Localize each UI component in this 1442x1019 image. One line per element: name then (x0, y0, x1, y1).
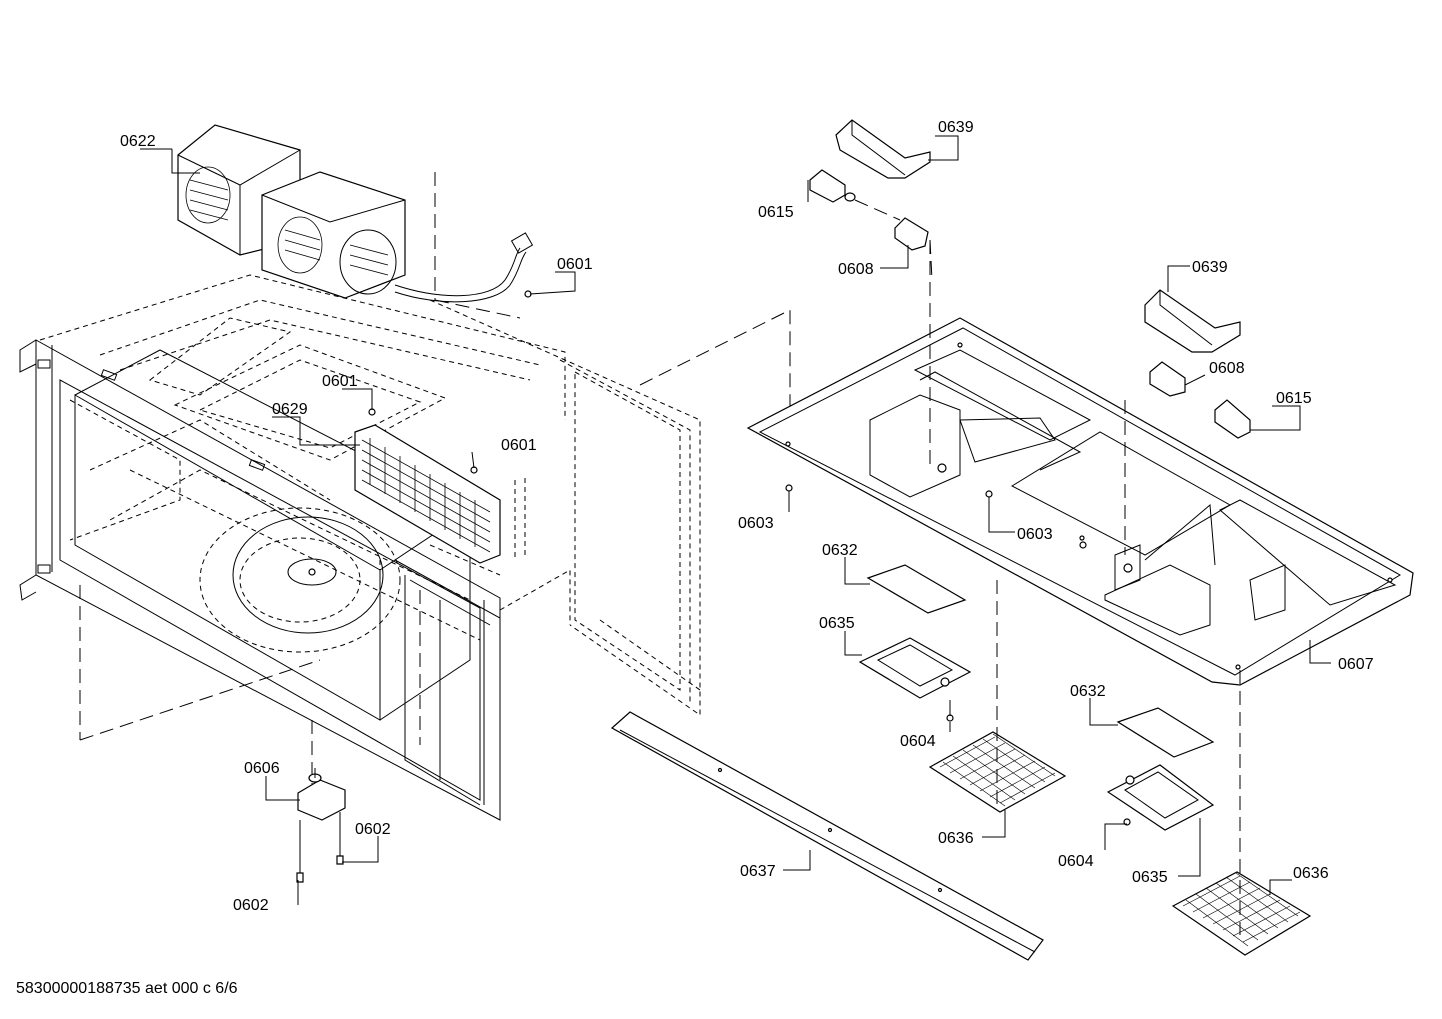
leader-lines (140, 135, 1331, 905)
label-lamp-holder-left: 0635 (819, 615, 855, 632)
label-holder-screw-right: 0604 (1058, 853, 1094, 870)
bulb-top (809, 169, 901, 221)
label-motor-screw-a: 0602 (355, 821, 391, 838)
label-grease-filter-right: 0636 (1293, 865, 1329, 882)
grease-filter-right (1171, 670, 1312, 956)
lamp-socket-top (894, 217, 933, 281)
label-motor-screw-b: 0602 (233, 897, 269, 914)
label-socket-mid: 0608 (1209, 360, 1245, 377)
lamp-socket-mid (1149, 361, 1186, 397)
front-trim-strip (610, 711, 1044, 961)
label-screw-b: 0601 (322, 373, 358, 390)
air-guide-panel (354, 424, 501, 564)
glass-cover-right (1116, 707, 1215, 758)
label-socket-top: 0608 (838, 261, 874, 278)
label-screw-left-base: 0603 (738, 515, 774, 532)
screws-0603 (785, 484, 1087, 549)
lamp-cover-top (835, 119, 931, 179)
fan-motor-assembly (177, 124, 534, 319)
turntable-motor (296, 768, 346, 883)
lamp-holder-left (858, 637, 972, 722)
label-grease-filter-left: 0636 (938, 830, 974, 847)
grease-filter-left (928, 580, 1067, 813)
label-front-trim: 0637 (740, 863, 776, 880)
label-screw-c: 0601 (501, 437, 537, 454)
oven-cavity-housing (19, 274, 791, 821)
label-bulb-mid: 0615 (1276, 390, 1312, 407)
label-glass-cover-right: 0632 (1070, 683, 1106, 700)
label-lamp-cover-mid: 0639 (1192, 259, 1228, 276)
lamp-cover-mid (1144, 289, 1241, 353)
label-glass-cover-left: 0632 (822, 542, 858, 559)
document-id: 58300000188735 aet 000 c 6/6 (16, 980, 238, 997)
bulb-mid (1214, 399, 1251, 439)
label-bottom-plate: 0607 (1338, 656, 1374, 673)
label-bulb-top: 0615 (758, 204, 794, 221)
label-holder-screw-left: 0604 (900, 733, 936, 750)
label-lamp-holder-right: 0635 (1132, 869, 1168, 886)
screws-0601 (368, 290, 532, 474)
bottom-plate (746, 240, 1414, 686)
label-lamp-cover-top: 0639 (938, 119, 974, 136)
glass-cover-left (866, 564, 967, 614)
part-labels: 0622 0601 0601 0629 0601 0606 0602 0602 … (120, 119, 1374, 914)
label-screw-center-base: 0603 (1017, 526, 1053, 543)
label-turntable-motor: 0606 (244, 760, 280, 777)
label-fan-motor: 0622 (120, 133, 156, 150)
lamp-holder-right (1106, 764, 1215, 831)
label-screw-a: 0601 (557, 256, 593, 273)
label-air-guide: 0629 (272, 401, 308, 418)
